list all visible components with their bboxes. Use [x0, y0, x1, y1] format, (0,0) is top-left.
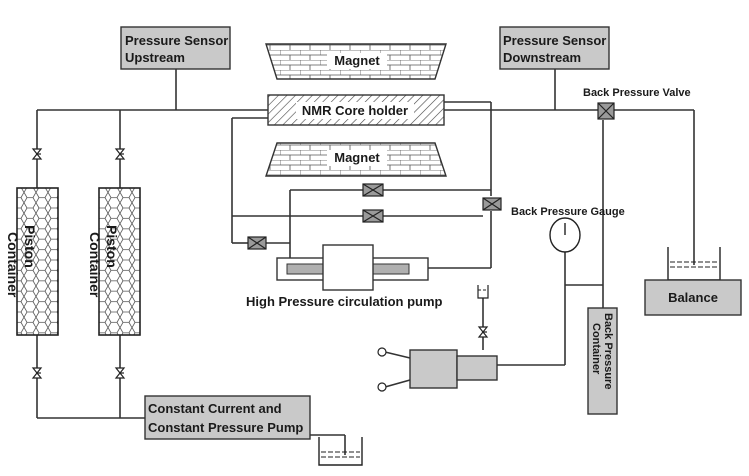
- back-pressure-valve: Back Pressure Valve: [583, 87, 691, 120]
- back-pressure-container-label-line1: Back Pressure: [602, 313, 614, 389]
- piston-container-2-label-line1: Piston: [104, 225, 120, 268]
- constant-pump-label-line2: Constant Pressure Pump: [148, 420, 303, 435]
- piston-container-2: Piston Container: [87, 187, 141, 336]
- inline-valve-1: [32, 148, 42, 160]
- balance-label: Balance: [668, 290, 718, 305]
- magnet-top: Magnet: [265, 43, 447, 80]
- circulation-valve-2: [362, 209, 384, 223]
- pressure-sensor-upstream: Pressure Sensor Upstream: [120, 26, 231, 70]
- constant-pump: Constant Current and Constant Pressure P…: [144, 395, 311, 440]
- pressure-sensor-downstream: Pressure Sensor Downstream: [499, 26, 610, 70]
- magnet-bottom: Magnet: [265, 142, 447, 177]
- circulation-valve-4: [247, 236, 267, 250]
- downstream-label-line2: Downstream: [503, 50, 581, 65]
- magnet-top-label: Magnet: [334, 53, 380, 68]
- high-pressure-pump-label: High Pressure circulation pump: [246, 294, 443, 309]
- piston-container-1-label-line1: Piston: [22, 225, 38, 268]
- back-pressure-container-label-line2: Container: [590, 323, 602, 375]
- fluid-beaker: [318, 437, 363, 466]
- piping: [36, 68, 695, 455]
- constant-pump-label-line1: Constant Current and: [148, 401, 282, 416]
- balance: Balance: [644, 247, 742, 316]
- hand-pump-assembly: [377, 285, 498, 392]
- magnet-bottom-label: Magnet: [334, 150, 380, 165]
- circulation-valve-3: [482, 197, 502, 211]
- inline-valve-5: [478, 326, 488, 338]
- upstream-label-line2: Upstream: [125, 50, 185, 65]
- nmr-core-holder-label: NMR Core holder: [302, 103, 408, 118]
- back-pressure-gauge-label: Back Pressure Gauge: [511, 206, 625, 218]
- high-pressure-circulation-pump: High Pressure circulation pump: [246, 244, 443, 309]
- inline-valve-4: [115, 367, 125, 379]
- inline-valve-3: [32, 367, 42, 379]
- back-pressure-gauge: Back Pressure Gauge: [511, 206, 625, 253]
- back-pressure-container: Back Pressure Container: [587, 307, 618, 415]
- back-pressure-valve-label: Back Pressure Valve: [583, 87, 691, 99]
- piston-container-1-label-line2: Container: [5, 232, 21, 298]
- inline-valve-2: [115, 148, 125, 160]
- piston-container-1: Piston Container: [5, 187, 59, 336]
- nmr-core-holder: NMR Core holder: [267, 94, 445, 126]
- downstream-label-line1: Pressure Sensor: [503, 33, 606, 48]
- upstream-label-line1: Pressure Sensor: [125, 33, 228, 48]
- piston-container-2-label-line2: Container: [87, 232, 103, 298]
- circulation-valve-1: [362, 183, 384, 197]
